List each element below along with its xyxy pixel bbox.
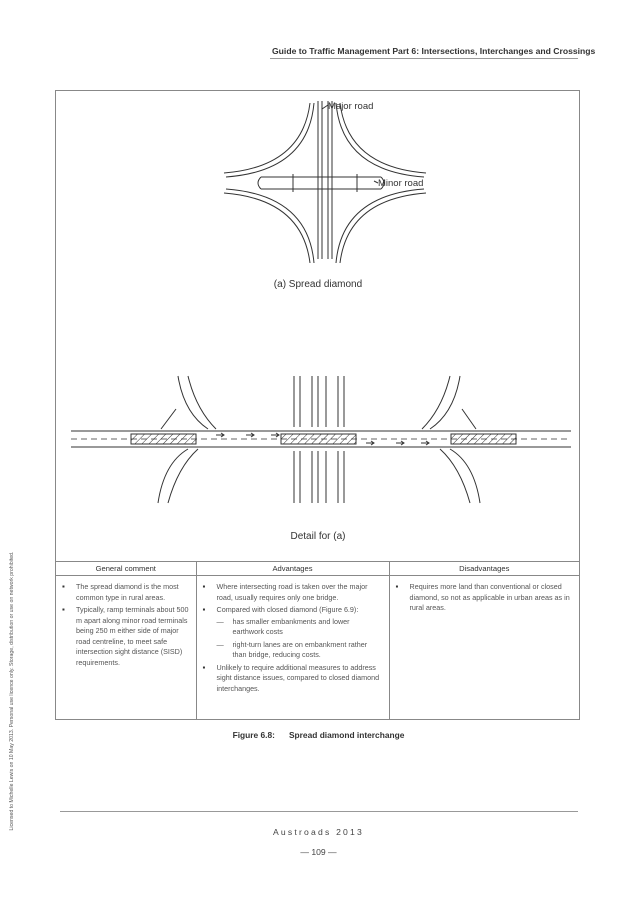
general-comment-cell: The spread diamond is the most common ty…: [56, 576, 196, 720]
list-item: Requires more land than conventional or …: [396, 582, 574, 614]
list-item: Compared with closed diamond (Figure 6.9…: [203, 605, 383, 661]
subcaption-a: (a) Spread diamond: [274, 279, 362, 290]
table-header-row: General comment Advantages Disadvantages: [56, 561, 579, 576]
detail-caption: Detail for (a): [290, 531, 345, 542]
header-advantages: Advantages: [195, 561, 389, 576]
spread-diamond-overview: [223, 101, 427, 264]
list-item: Typically, ramp terminals about 500 m ap…: [62, 605, 190, 668]
list-item: Where intersecting road is taken over th…: [203, 582, 383, 603]
comparison-table: General comment Advantages Disadvantages…: [56, 561, 579, 719]
list-item: The spread diamond is the most common ty…: [62, 582, 190, 603]
sub-list-item: right-turn lanes are on embankment rathe…: [217, 640, 383, 661]
running-header: Guide to Traffic Management Part 6: Inte…: [272, 46, 596, 56]
disadvantages-cell: Requires more land than conventional or …: [388, 575, 579, 719]
sub-list-item: has smaller embankments and lower earthw…: [217, 617, 383, 638]
figure-caption: Figure 6.8: Spread diamond interchange: [0, 730, 637, 740]
page-number: — 109 —: [300, 847, 337, 857]
list-item: Unlikely to require additional measures …: [203, 663, 383, 695]
licence-side-note: Licensed to Michelle Lewis on 10 May 201…: [9, 551, 15, 831]
minor-road-label: Minor road: [378, 178, 423, 189]
header-general-comment: General comment: [56, 561, 196, 576]
table-row: The spread diamond is the most common ty…: [56, 575, 579, 720]
major-road-label: Major road: [328, 101, 373, 112]
header-rule: [270, 58, 578, 59]
interchange-detail: [71, 375, 571, 504]
header-disadvantages: Disadvantages: [388, 561, 579, 576]
list-item-text: Compared with closed diamond (Figure 6.9…: [216, 605, 359, 614]
footer-rule: [60, 811, 578, 812]
publisher: Austroads 2013: [273, 827, 364, 837]
figure-number: Figure 6.8:: [232, 730, 275, 740]
advantages-cell: Where intersecting road is taken over th…: [195, 575, 389, 719]
figure-title: Spread diamond interchange: [288, 730, 405, 740]
figure-box: Major road Minor road (a) Spread diamond: [55, 90, 580, 720]
interchange-diagram: Major road Minor road (a) Spread diamond: [71, 101, 571, 542]
